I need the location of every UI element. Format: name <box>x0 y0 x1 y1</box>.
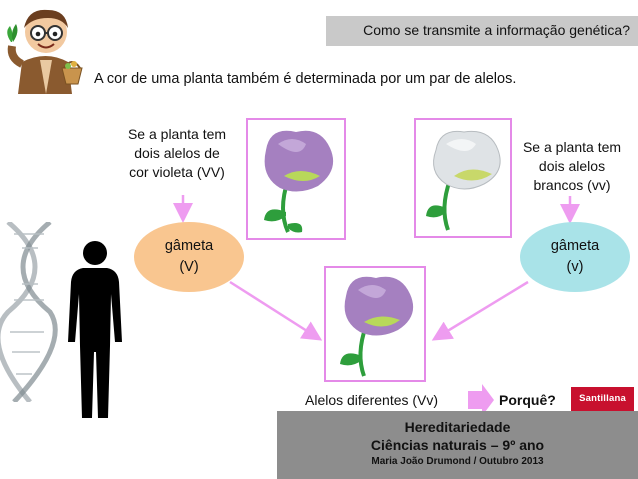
violet-flower-icon <box>264 130 334 233</box>
gamete-left-label: gâmeta <box>164 238 214 254</box>
title-bar: Como se transmite a informação genética? <box>326 16 638 46</box>
left-caption-line-3: cor violeta (VV) <box>129 164 225 180</box>
result-label: Alelos diferentes (Vv) <box>305 392 439 408</box>
white-flower-icon <box>426 130 501 231</box>
dna-helix-graphic <box>0 222 58 402</box>
left-caption-line-1: Se a planta tem <box>127 126 227 142</box>
footer-course: Ciências naturais – 9º ano <box>370 437 545 453</box>
offspring-flower-icon <box>340 276 414 377</box>
intro-text: A cor de uma planta também é determinada… <box>94 71 517 87</box>
offspring-flower-frame <box>324 266 426 382</box>
gamete-left: gâmeta (V) <box>134 222 244 292</box>
footer-bar: Hereditariedade Ciências naturais – 9º a… <box>277 411 638 479</box>
question-text: Porquê? <box>499 392 556 408</box>
scientist-illustration <box>7 9 83 94</box>
violet-flower-frame <box>246 118 346 240</box>
right-caption-line-3: brancos (vv) <box>533 177 611 193</box>
left-plant-caption: Se a planta tem dois alelos de cor viole… <box>112 125 242 182</box>
footer-author: Maria João Drumond / Outubro 2013 <box>371 456 544 467</box>
gamete-left-allele: (V) <box>179 259 199 275</box>
gamete-right: gâmeta (v) <box>520 222 630 292</box>
slide-title: Como se transmite a informação genética? <box>363 22 630 38</box>
publisher-logo: Santillana <box>571 387 634 411</box>
right-plant-caption: Se a planta tem dois alelos brancos (vv) <box>508 138 636 195</box>
human-silhouette <box>68 241 122 418</box>
gamete-right-label: gâmeta <box>550 238 600 254</box>
right-caption-line-2: dois alelos <box>538 158 606 174</box>
gamete-right-allele: (v) <box>566 259 584 275</box>
publisher-logo-text: Santillana <box>579 393 626 404</box>
right-caption-line-1: Se a planta tem <box>522 139 622 155</box>
footer-topic: Hereditariedade <box>404 419 511 435</box>
white-flower-frame <box>414 118 512 238</box>
left-caption-line-2: dois alelos de <box>134 145 220 161</box>
